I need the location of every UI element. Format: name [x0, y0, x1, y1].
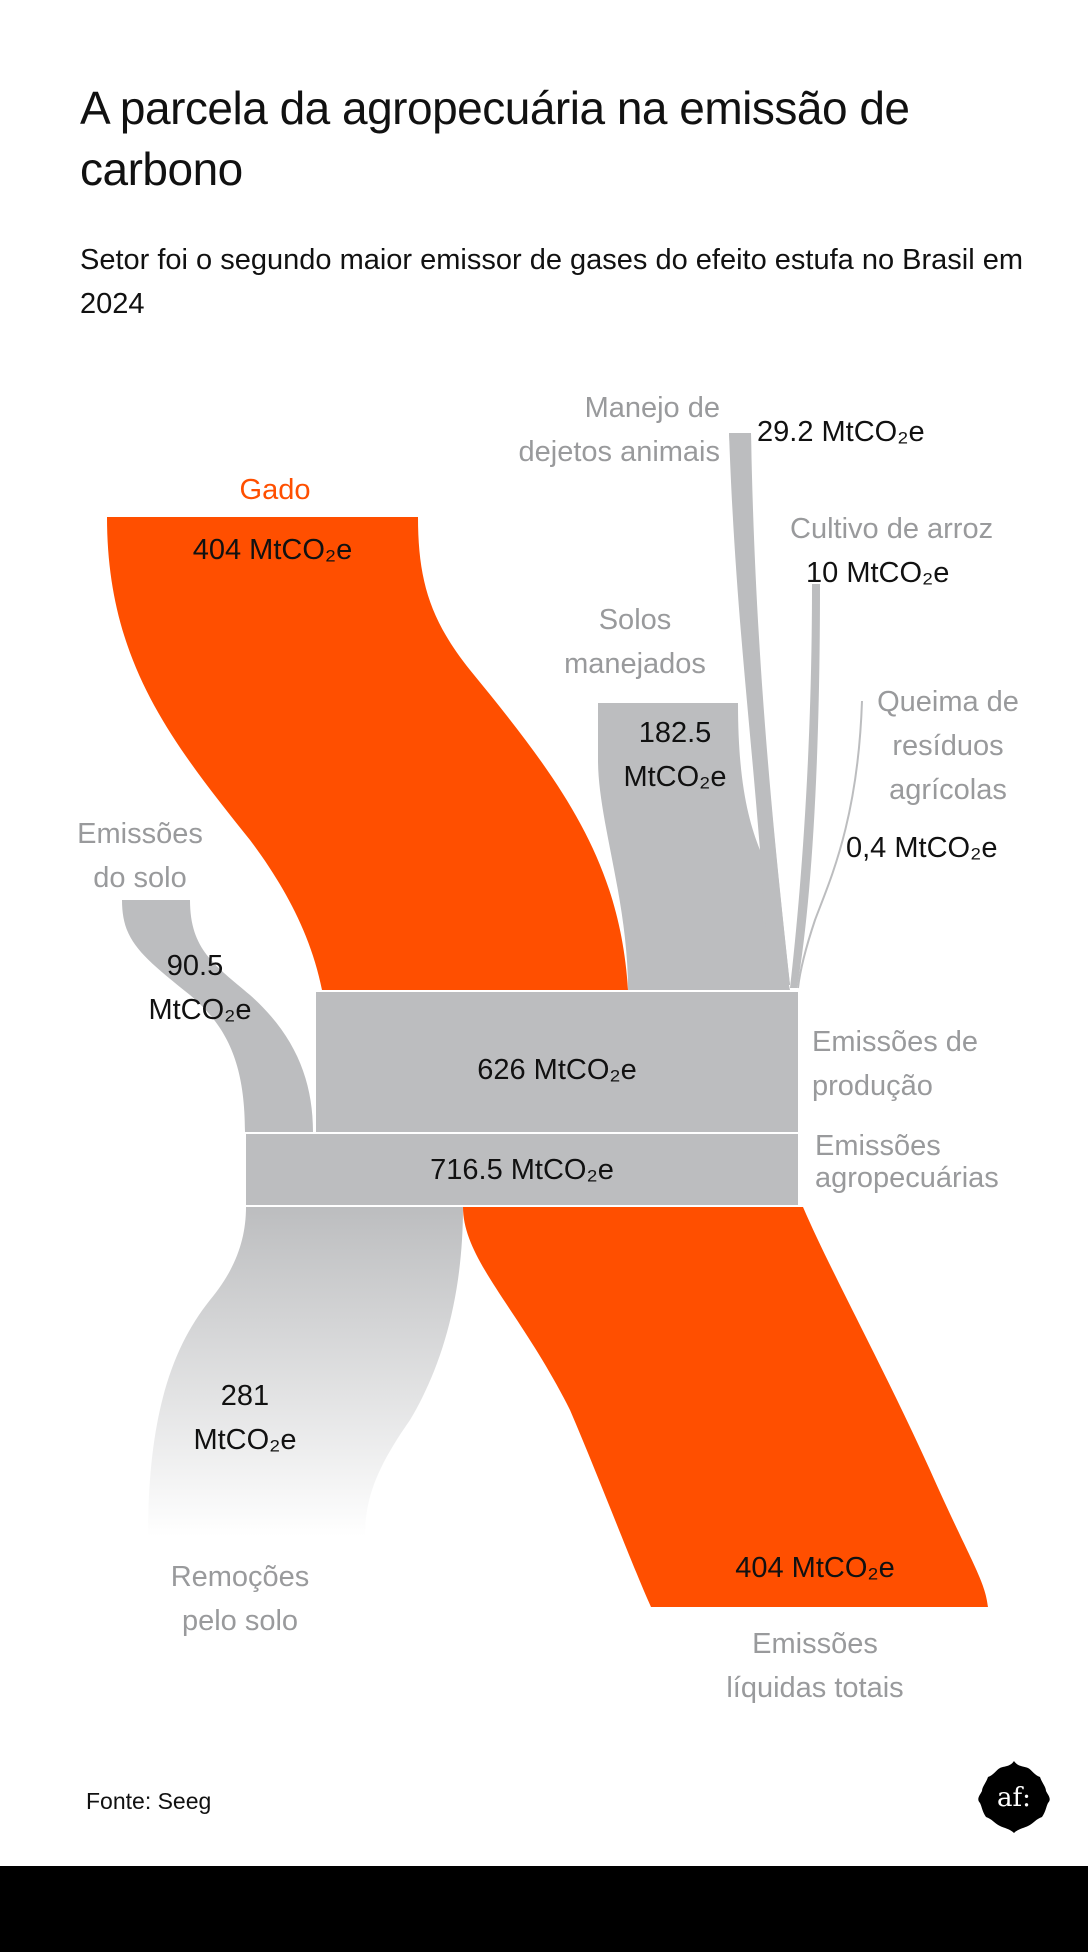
flow-solos [598, 703, 790, 990]
manejo-label-1: Manejo de [584, 392, 720, 424]
emissoes-solo-label-2: do solo [93, 862, 187, 894]
page-title: A parcela da agropecuária na emissão de … [80, 82, 910, 195]
source-note: Fonte: Seeg [86, 1788, 212, 1814]
queima-label-2: resíduos [892, 730, 1004, 762]
remocoes-value-2: MtCO₂e [193, 1424, 297, 1456]
liquidas-label-2: líquidas totais [726, 1672, 904, 1704]
agropecuarias-value: 716.5 MtCO₂e [430, 1154, 614, 1186]
remocoes-label-1: Remoções [170, 1561, 310, 1593]
page-subtitle: Setor foi o segundo maior emissor de gas… [80, 244, 1024, 320]
solos-value-2: MtCO₂e [623, 761, 727, 793]
flow-remocoes [148, 1207, 463, 1537]
footer-band [0, 1866, 1088, 1952]
node-producao [316, 992, 798, 1132]
liquidas-label-1: Emissões [752, 1628, 878, 1660]
producao-value: 626 MtCO₂e [477, 1054, 637, 1086]
solos-value-1: 182.5 [638, 717, 712, 749]
agropecuarias-label-2: agropecuárias [815, 1162, 999, 1194]
solos-label-1: Solos [598, 604, 672, 636]
flow-liquidas [463, 1207, 988, 1607]
producao-label-2: produção [812, 1070, 933, 1102]
queima-label-1: Queima de [877, 686, 1019, 718]
brand-logo-icon: af: [978, 1761, 1050, 1833]
flow-queima [797, 700, 863, 989]
node-agropecuarias [246, 1134, 798, 1205]
queima-label-3: agrícolas [889, 774, 1007, 806]
manejo-value: 29.2 MtCO₂e [757, 416, 925, 448]
logo-text: af: [997, 1783, 1031, 1813]
flow-emissoes-solo [122, 900, 313, 1132]
emissoes-solo-value-2: MtCO₂e [148, 994, 252, 1026]
remocoes-label-2: pelo solo [181, 1605, 299, 1637]
sankey-diagram [107, 433, 988, 1607]
flow-gado [107, 517, 628, 990]
emissoes-solo-label-1: Emissões [77, 818, 203, 850]
emissoes-solo-value-1: 90.5 [166, 950, 224, 982]
gado-value: 404 MtCO₂e [192, 534, 353, 566]
producao-label-1: Emissões de [812, 1026, 979, 1058]
solos-label-2: manejados [564, 648, 706, 680]
arroz-value: 10 MtCO₂e [806, 557, 950, 589]
agropecuarias-label-1: Emissões [815, 1130, 941, 1162]
flow-arroz [790, 584, 820, 988]
manejo-label-2: dejetos animais [518, 436, 721, 468]
queima-value: 0,4 MtCO₂e [846, 832, 998, 864]
remocoes-value-1: 281 [220, 1380, 270, 1412]
liquidas-value: 404 MtCO₂e [735, 1552, 895, 1584]
gado-label: Gado [239, 474, 311, 506]
arroz-label: Cultivo de arroz [790, 513, 994, 545]
